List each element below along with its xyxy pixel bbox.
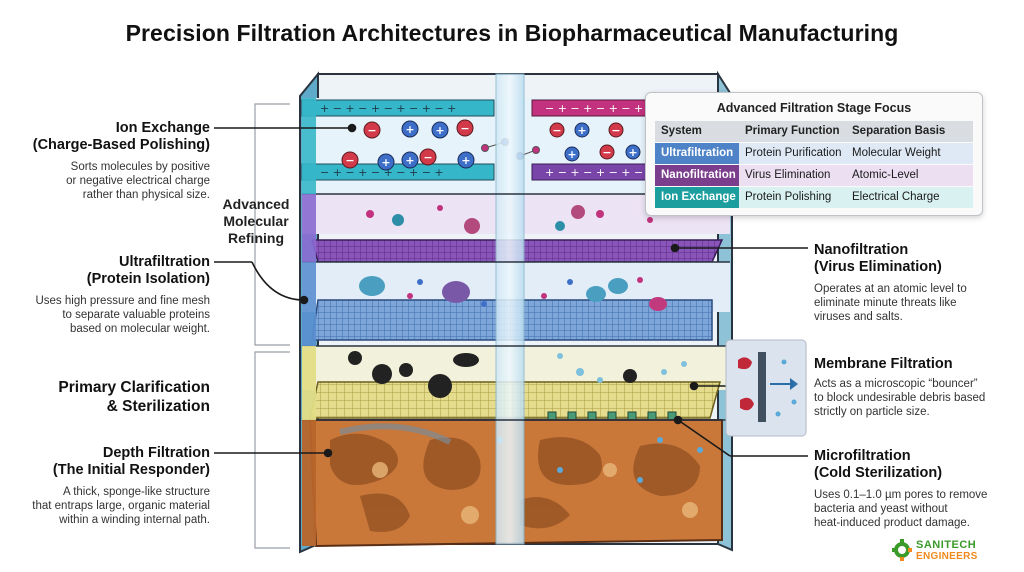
table-header-function: Primary Function: [739, 121, 846, 142]
gear-icon: [892, 539, 912, 561]
microfiltration-desc-1: Uses 0.1–1.0 µm pores to remove: [814, 489, 988, 501]
table-cell-system: Nanofiltration: [655, 165, 739, 186]
label-microfiltration: Microfiltration (Cold Sterilization) Use…: [814, 448, 1019, 530]
primary-line-2: & Sterilization: [106, 398, 210, 415]
nanofiltration-subheading: (Virus Elimination): [814, 259, 942, 275]
table-row: Ultrafiltration Protein Purification Mol…: [655, 143, 973, 180]
primary-line-1: Primary Clarification: [58, 379, 210, 396]
depth-subheading: (The Initial Responder): [52, 462, 210, 478]
wall-strip-nano: [302, 194, 316, 262]
ion-exchange-heading: Ion Exchange: [115, 120, 210, 136]
ion-exchange-desc-3: rather than physical size.: [82, 189, 210, 201]
ion-exchange-subheading: (Charge-Based Polishing): [32, 137, 210, 153]
advanced-line-3: Refining: [228, 230, 284, 246]
table-cell-basis: Atomic-Level Screening: [846, 165, 973, 202]
depth-desc-1: A thick, sponge-like structure: [62, 486, 210, 498]
depth-desc-3: within a winding internal path.: [59, 514, 210, 526]
svg-text:−: −: [611, 124, 620, 137]
svg-text:−: −: [367, 124, 376, 137]
table-cell-function: Protein Polishing: [739, 187, 846, 208]
advanced-line-1: Advanced: [222, 196, 290, 212]
table-cell-system: Ion Exchange: [655, 187, 739, 208]
label-advanced-refining: Advanced Molecular Refining: [214, 196, 298, 247]
svg-text:−: −: [602, 146, 611, 159]
svg-text:+ − + − + − + − +: + − + − + − + − +: [545, 166, 656, 179]
nanofiltration-desc-1: Operates at an atomic level to: [814, 283, 967, 295]
membrane-heading: Membrane Filtration: [814, 356, 953, 372]
ion-exchange-desc-1: Sorts molecules by positive: [70, 161, 210, 173]
table-header-system: System: [655, 121, 739, 142]
primary-bracket: [254, 351, 290, 549]
nanofiltration-desc-3: viruses and salts.: [814, 311, 903, 323]
wall-strip-ion: [302, 98, 316, 194]
svg-text:+: +: [577, 124, 586, 137]
table-cell-system: Ultrafiltration: [655, 143, 739, 164]
page-title: Precision Filtration Architectures in Bi…: [125, 20, 899, 46]
table-header-row: System Primary Function Separation Basis: [655, 121, 973, 142]
label-nanofiltration: Nanofiltration (Virus Elimination) Opera…: [814, 242, 1014, 324]
ultrafiltration-desc-2: to separate valuable proteins: [62, 309, 210, 321]
table-cell-basis: Electrical Charge: [846, 187, 973, 208]
svg-text:− + − + − + − + −: − + − + − + − + −: [545, 102, 656, 115]
logo-line-2: ENGINEERS: [916, 551, 978, 562]
svg-text:−: −: [460, 122, 469, 135]
table-row: Nanofiltration Virus Elimination Atomic-…: [655, 165, 973, 202]
microfiltration-subheading: (Cold Sterilization): [814, 465, 943, 481]
label-ultrafiltration: Ultrafiltration (Protein Isolation) Uses…: [0, 254, 210, 336]
table-row: Ion Exchange Protein Polishing Electrica…: [655, 187, 973, 208]
table-cell-basis: Molecular Weight Cutoff: [846, 143, 973, 180]
membrane-desc-2: to block undesirable debris based: [814, 392, 986, 404]
depth-heading: Depth Filtration: [102, 445, 210, 461]
svg-text:+: +: [381, 156, 390, 169]
nanofiltration-desc-2: eliminate minute threats like: [814, 297, 957, 309]
nanofiltration-heading: Nanofiltration: [814, 242, 909, 258]
svg-text:+: +: [435, 124, 444, 137]
svg-text:−: −: [552, 124, 561, 137]
microfiltration-heading: Microfiltration: [814, 448, 911, 464]
logo-line-1: SANITECH: [916, 539, 977, 551]
microfiltration-desc-2: bacteria and yeast without: [814, 503, 948, 515]
sanitech-logo: SANITECH ENGINEERS: [892, 538, 1016, 564]
label-ion-exchange: Ion Exchange (Charge-Based Polishing) So…: [10, 120, 210, 202]
svg-text:+: +: [405, 154, 414, 167]
table-title: Advanced Filtration Stage Focus: [716, 101, 912, 115]
ultrafiltration-heading: Ultrafiltration: [118, 254, 210, 270]
svg-text:+: +: [405, 123, 414, 136]
label-membrane-filtration: Membrane Filtration Acts as a microscopi…: [814, 356, 1019, 419]
ultrafiltration-subheading: (Protein Isolation): [86, 271, 210, 287]
label-depth-filtration: Depth Filtration (The Initial Responder)…: [0, 445, 210, 527]
stage-focus-table: Advanced Filtration Stage Focus System P…: [645, 92, 983, 216]
table-cell-function: Virus Elimination: [739, 165, 846, 186]
membrane-desc-3: strictly on particle size.: [814, 406, 930, 418]
ion-exchange-desc-2: or negative electrical charge: [66, 175, 210, 187]
svg-text:+: +: [567, 148, 576, 161]
ultrafiltration-desc-3: based on molecular weight.: [70, 323, 210, 335]
svg-text:−: −: [345, 154, 354, 167]
advanced-bracket: [254, 103, 290, 346]
wall-strip-ultra: [302, 262, 316, 346]
advanced-line-2: Molecular: [223, 213, 289, 229]
wall-strip-membrane: [302, 346, 316, 420]
microfiltration-desc-3: heat-induced product damage.: [814, 517, 970, 529]
svg-text:− + − + − + − + − +: − + − + − + − + − +: [320, 166, 444, 179]
table-header-basis: Separation Basis: [846, 121, 973, 142]
wall-strip-depth: [302, 420, 316, 546]
label-primary-clarification: Primary Clarification & Sterilization: [0, 378, 210, 416]
central-flow-tube: [495, 73, 525, 545]
table-cell-function: Protein Purification: [739, 143, 846, 164]
depth-desc-2: that entraps large, organic material: [32, 500, 210, 512]
svg-text:−: −: [423, 151, 432, 164]
svg-text:+: +: [628, 146, 637, 159]
ultrafiltration-desc-1: Uses high pressure and fine mesh: [35, 295, 210, 307]
svg-text:+ − + − + − + − + − +: + − + − + − + − + − +: [320, 102, 456, 115]
svg-text:+: +: [461, 154, 470, 167]
membrane-inset-icon: [725, 339, 807, 437]
membrane-desc-1: Acts as a microscopic “bouncer”: [814, 378, 978, 390]
